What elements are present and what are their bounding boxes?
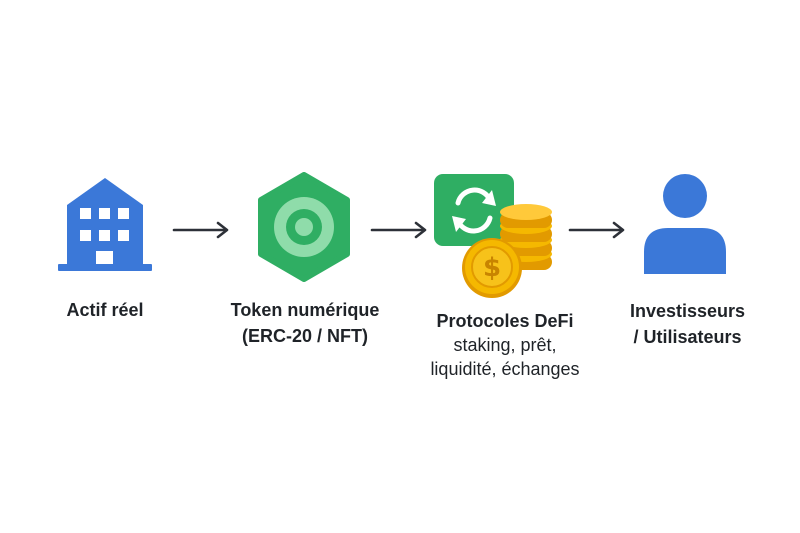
step-title-line: Investisseurs — [629, 301, 746, 321]
step-detail-line: liquidité, échanges — [430, 359, 580, 379]
svg-text:$: $ — [483, 253, 501, 283]
step-title-line: Token numérique — [230, 300, 380, 320]
step-label-asset: Actif réel — [40, 298, 170, 322]
step-label-investors: Investisseurs / Utilisateurs — [605, 299, 770, 349]
arrow-right-icon — [172, 221, 229, 239]
step-label-token: Token numérique (ERC-20 / NFT) — [215, 298, 395, 348]
user-icon — [644, 174, 726, 274]
step-title-line: (ERC-20 / NFT) — [242, 326, 368, 346]
arrow-right-icon — [568, 221, 625, 239]
token-hexagon-icon — [258, 172, 350, 282]
arrow-right-icon — [370, 221, 427, 239]
coin-stack-icon — [500, 204, 552, 270]
step-title-line: / Utilisateurs — [633, 327, 742, 347]
defi-exchange-coins-icon: $ — [434, 174, 552, 298]
step-label-defi: Protocoles DeFi staking, prêt, liquidité… — [405, 309, 605, 381]
building-icon — [58, 178, 152, 271]
step-title-line: Protocoles DeFi — [436, 311, 574, 331]
step-detail-line: staking, prêt, — [453, 335, 557, 355]
step-title-line: Actif réel — [66, 300, 144, 320]
